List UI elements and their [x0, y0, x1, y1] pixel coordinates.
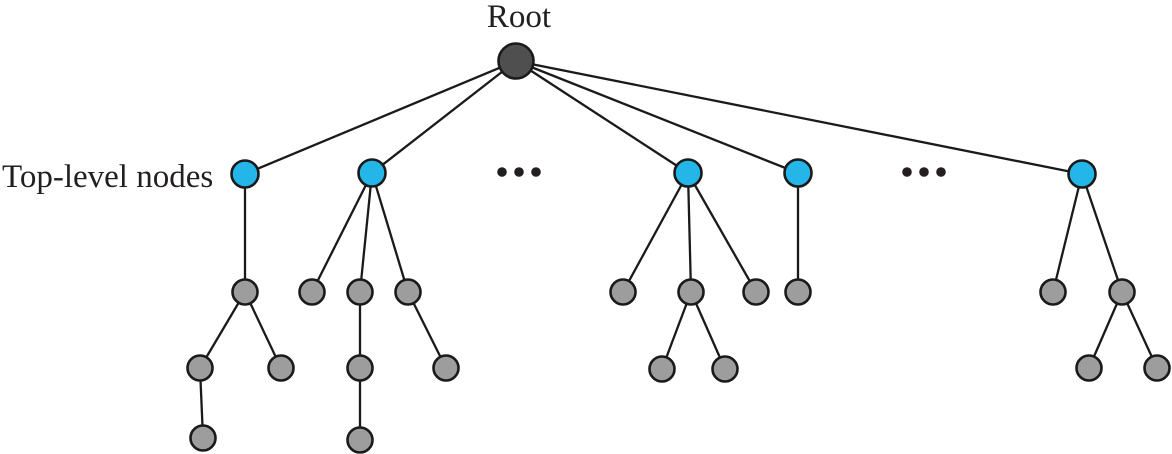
ellipsis-dot	[902, 167, 912, 177]
tree-edge	[1080, 173, 1124, 293]
ellipsis-dot	[936, 167, 946, 177]
tree-edge	[515, 60, 689, 174]
ellipsis-groups	[497, 167, 946, 177]
tree-edge	[371, 60, 517, 174]
tree-edge	[621, 172, 690, 293]
tree-edge	[199, 291, 246, 369]
tree-node	[298, 278, 326, 306]
tree-edge	[310, 172, 374, 293]
root-node	[497, 42, 535, 80]
tree-edges	[198, 59, 1159, 440]
tree-nodes	[186, 42, 1171, 454]
top-level-nodes-label: Top-level nodes	[2, 159, 213, 195]
tree-node	[346, 426, 374, 454]
top-level-node	[357, 158, 387, 188]
tree-node	[231, 278, 259, 306]
tree-node	[784, 278, 812, 306]
tree-edge	[686, 172, 693, 293]
tree-node	[742, 278, 770, 306]
tree-edge	[1120, 291, 1159, 369]
tree-edge	[1051, 173, 1084, 293]
tree-node	[677, 278, 705, 306]
tree-edge	[515, 59, 799, 175]
tree-node	[186, 354, 214, 382]
tree-edge	[515, 59, 1083, 176]
tree-node	[346, 354, 374, 382]
tree-edge	[687, 172, 757, 293]
tree-node	[1039, 278, 1067, 306]
tree-node	[394, 278, 422, 306]
tree-node	[267, 354, 295, 382]
tree-node	[189, 424, 217, 452]
tree-node	[1108, 278, 1136, 306]
tree-node	[711, 355, 739, 383]
ellipsis-dot	[497, 167, 507, 177]
tree-edge	[370, 172, 410, 293]
tree-edge	[244, 59, 517, 176]
ellipsis-dot	[919, 167, 929, 177]
tree-edge	[358, 172, 374, 293]
ellipsis-dot	[531, 167, 541, 177]
tree-edge	[406, 291, 448, 369]
tree-node	[1143, 354, 1171, 382]
tree-node	[346, 278, 374, 306]
ellipsis-dot	[514, 167, 524, 177]
tree-edge	[1087, 291, 1124, 369]
root-label: Root	[487, 0, 551, 35]
tree-edge	[689, 291, 727, 370]
tree-node	[648, 355, 676, 383]
top-level-node	[1067, 159, 1097, 189]
tree-node	[1075, 354, 1103, 382]
tree-node	[609, 278, 637, 306]
top-level-node	[230, 159, 260, 189]
tree-node	[432, 354, 460, 382]
top-level-node	[783, 158, 813, 188]
top-level-node	[673, 158, 703, 188]
tree-edge	[243, 291, 283, 369]
